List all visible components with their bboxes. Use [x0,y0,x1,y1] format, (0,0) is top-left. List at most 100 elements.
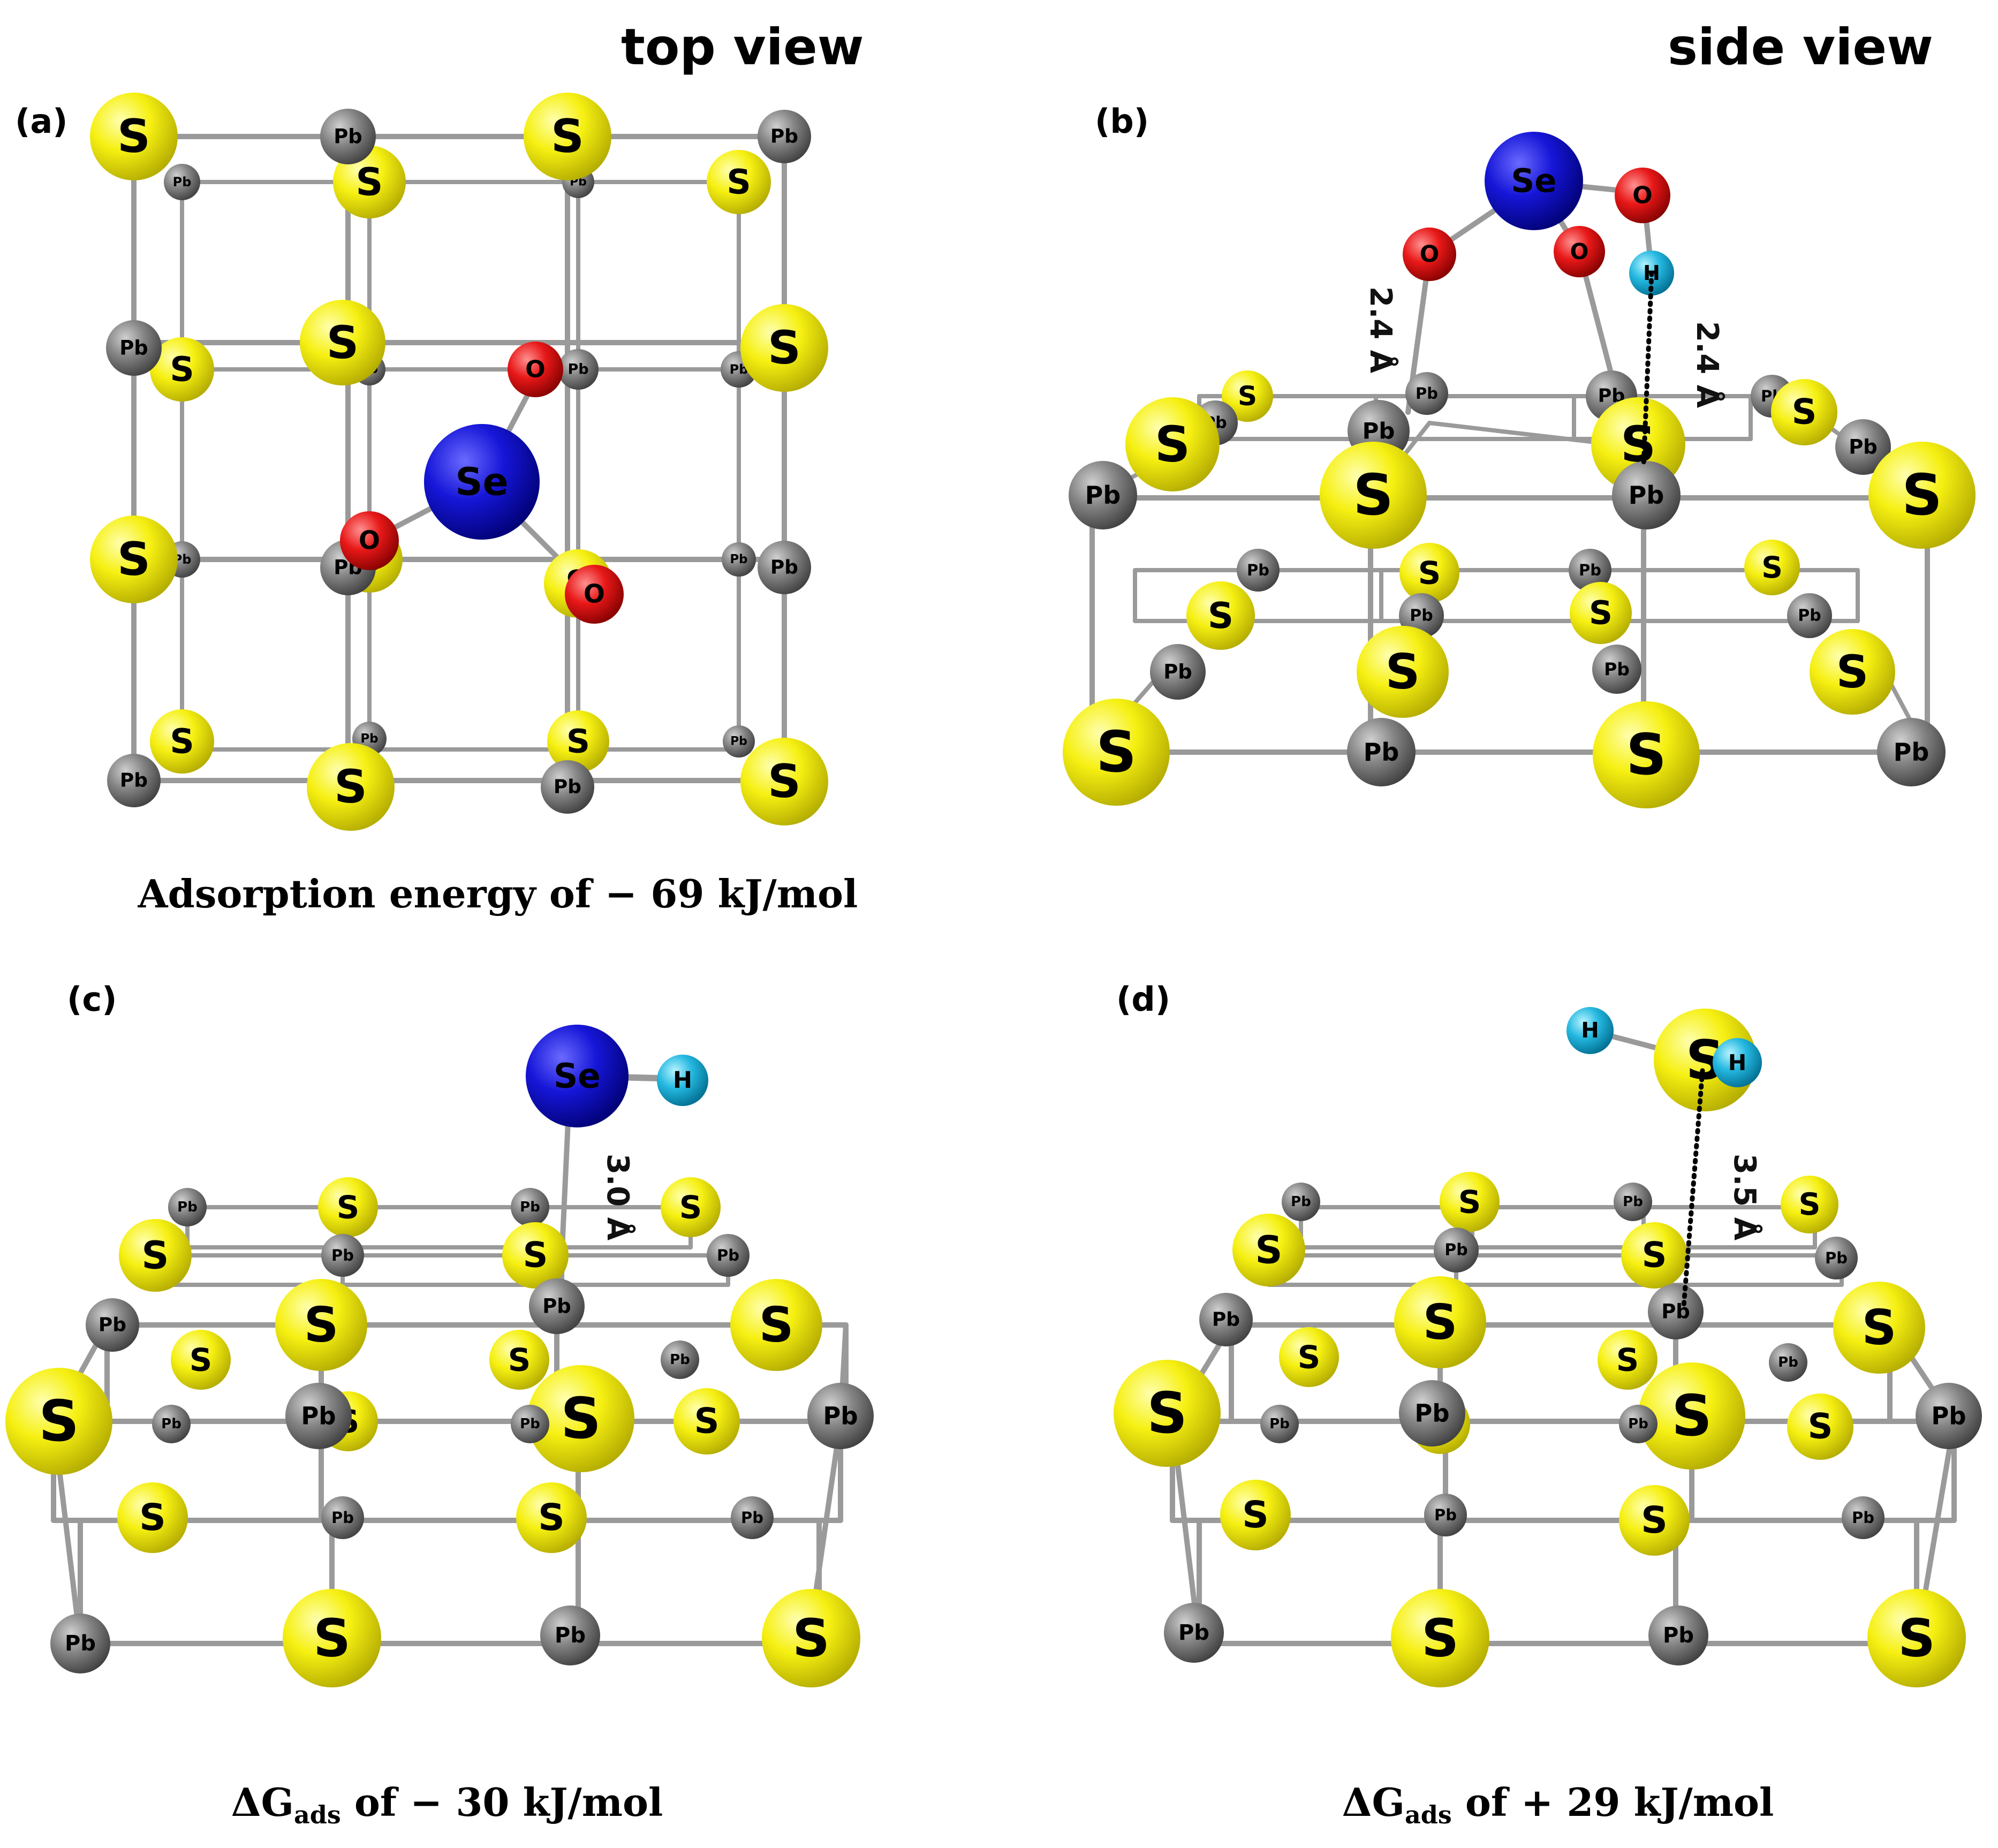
atom-sphere [1347,718,1416,786]
caption-a: Adsorption energy of − 69 kJ/mol [138,871,858,917]
atom-sphere [1916,1383,1982,1449]
atom-symbol: S [355,160,383,205]
atom-sphere [1222,370,1273,422]
atom-symbol: S [1642,1236,1667,1276]
atom-symbol: S [566,723,590,761]
s-atom: S [1593,701,1700,808]
s-atom: S [1868,442,1976,549]
atom-symbol: Pb [670,1352,690,1368]
s-atom: S [1114,1360,1221,1467]
s-atom: S [502,1222,569,1289]
s-atom: S [1598,1330,1658,1390]
atom-sphere [1440,1172,1500,1232]
atom-sphere [524,93,611,180]
atom-sphere [1810,629,1895,715]
atom-sphere [1485,132,1583,230]
atom-sphere [320,109,376,164]
atom-sphere [340,511,399,570]
hydrogen-bond-line [1681,1068,1705,1309]
s-atom: S [1781,1176,1838,1233]
atom-sphere [516,1482,587,1553]
atom-sphere [661,1177,721,1237]
atom-symbol: S [141,1233,169,1278]
atom-symbol: Pb [542,1295,571,1318]
atom-symbol: S [508,1342,531,1379]
pb-atom: Pb [1877,718,1946,786]
atom-symbol: Pb [1663,1623,1694,1648]
pb-atom: Pb [1815,1237,1858,1279]
atom-symbol: Pb [1894,738,1929,767]
s-atom: S [275,1279,367,1371]
pb-atom: Pb [285,1383,352,1449]
atom-sphere [1566,1007,1614,1054]
atom-sphere [740,738,828,825]
atom-symbol: S [1238,381,1257,412]
atom-sphere [722,542,756,577]
atom-sphere [1391,1589,1489,1687]
pb-atom: Pb [1769,1343,1807,1382]
side-view-heading: side view [1668,18,1933,77]
atom-symbol: Pb [1212,1309,1240,1331]
s-atom: S [5,1368,112,1475]
atom-symbol: Pb [65,1631,96,1656]
atom-symbol: Se [554,1057,601,1096]
atom-sphere [526,1025,629,1127]
pb-atom: Pb [1282,1183,1320,1221]
atom-symbol: S [170,350,194,389]
atom-symbol: Pb [119,337,148,360]
pb-atom: Pb [152,1405,191,1443]
atom-sphere [1434,1228,1479,1273]
atom-symbol: S [1898,1608,1935,1669]
s-atom: S [1744,540,1800,595]
pb-atom: Pb [164,164,200,200]
s-atom: S [1638,1362,1745,1470]
atom-symbol: S [768,321,801,375]
atom-sphere [1771,379,1837,445]
atom-symbol: Se [1511,162,1556,200]
atom-symbol: O [359,526,380,556]
atom-sphere [707,1234,750,1277]
atom-sphere [117,1482,188,1553]
h-atom: H [1713,1038,1762,1087]
atom-sphere [740,304,828,392]
atom-sphere [1781,1176,1838,1233]
atom-symbol: Pb [1931,1402,1966,1430]
atom-symbol: S [337,1189,360,1226]
atom-sphere [50,1614,110,1673]
s-atom: S [1125,397,1220,491]
atom-symbol: S [768,755,801,808]
atom-sphere [5,1368,112,1475]
pb-atom: Pb [320,109,376,164]
pb-atom: Pb [1164,1603,1224,1663]
atom-symbol: S [1421,1608,1459,1669]
atom-symbol: Pb [1849,436,1878,459]
atom-symbol: Pb [173,175,192,190]
pb-atom: Pb [1199,1293,1253,1346]
s-atom: S [1232,1214,1305,1286]
pb-atom: Pb [50,1614,110,1673]
atom-sphere [1150,644,1206,700]
pb-atom: Pb [1619,1405,1658,1443]
atom-sphere [107,754,161,807]
atom-symbol: Pb [770,126,798,148]
atom-symbol: Pb [717,1246,739,1264]
s-atom: S [318,1177,378,1237]
atom-layer: PbSPbSSPbPbPbPbSSPbSPbSPbSPbSPbPbSSSPbPb… [5,93,1982,1687]
s-atom: S [1621,1222,1687,1289]
atom-symbol: Pb [555,1623,586,1648]
atom-sphere [1405,372,1448,415]
atom-sphere [1282,1183,1320,1221]
atom-symbol: O [1420,241,1440,268]
atom-sphere [511,1188,549,1226]
atom-sphere [758,110,811,163]
atom-symbol: Se [455,460,508,504]
atom-sphere [540,1605,600,1665]
s-atom: S [1186,581,1255,650]
top-view-heading: top view [621,18,864,77]
atom-sphere [150,337,214,402]
s-atom: S [1867,1589,1966,1687]
distance-label-c: 3.0 Å [600,1154,635,1241]
pb-atom: Pb [107,754,161,807]
s-atom: S [1787,1393,1853,1460]
atom-sphere [1125,397,1220,491]
